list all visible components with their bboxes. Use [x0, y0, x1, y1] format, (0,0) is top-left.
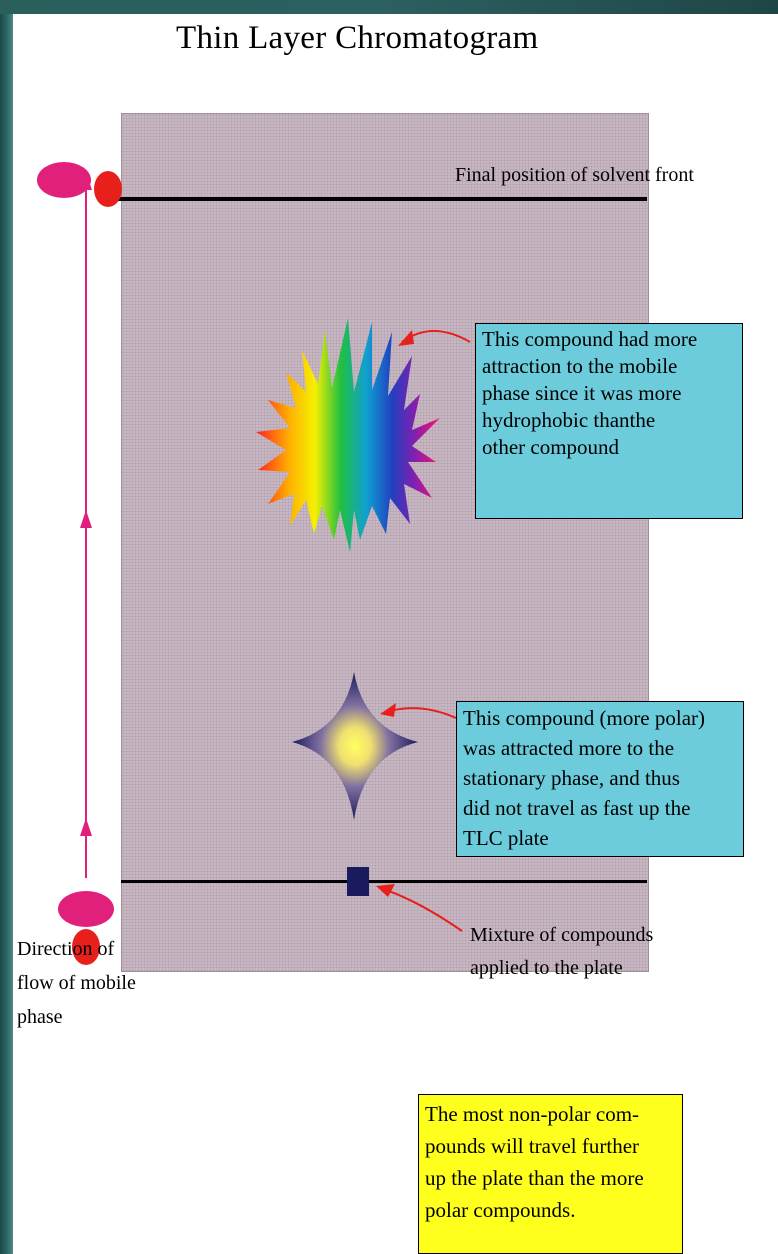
- callout-line: was attracted more to the: [463, 733, 737, 763]
- callout-summary: The most non-polar com- pounds will trav…: [418, 1094, 683, 1254]
- mixture-label: Mixture of compounds applied to the plat…: [470, 919, 653, 985]
- polar-compound-spot: [292, 672, 418, 820]
- callout-nonpolar-compound: This compound had more attraction to the…: [475, 323, 743, 519]
- pointer-arrow-mixture: [376, 884, 462, 931]
- sample-application-spot: [347, 867, 369, 896]
- mixture-label-line: Mixture of compounds: [470, 919, 653, 952]
- pointer-arrow-polar: [380, 703, 456, 718]
- callout-line: This compound (more polar): [463, 703, 737, 733]
- callout-line: attraction to the mobile: [482, 353, 736, 380]
- red-spot-top: [94, 171, 122, 207]
- pointer-arrow-nonpolar: [398, 330, 470, 346]
- mixture-label-line: applied to the plate: [470, 952, 653, 985]
- magenta-spot-top: [37, 162, 91, 198]
- callout-line: up the plate than the more: [425, 1162, 676, 1194]
- callout-line: This compound had more: [482, 326, 736, 353]
- callout-line: stationary phase, and thus: [463, 763, 737, 793]
- callout-line: did not travel as fast up the: [463, 793, 737, 823]
- direction-label-line: Direction of: [17, 932, 136, 966]
- callout-line: hydrophobic thanthe: [482, 407, 736, 434]
- mobile-phase-direction-arrow: [80, 172, 92, 878]
- callout-line: other compound: [482, 434, 736, 461]
- nonpolar-compound-spot: [256, 318, 440, 552]
- direction-label-line: phase: [17, 1000, 136, 1034]
- callout-line: polar compounds.: [425, 1194, 676, 1226]
- callout-line: The most non-polar com-: [425, 1098, 676, 1130]
- callout-line: phase since it was more: [482, 380, 736, 407]
- callout-line: pounds will travel further: [425, 1130, 676, 1162]
- callout-polar-compound: This compound (more polar) was attracted…: [456, 701, 744, 857]
- direction-label: Direction of flow of mobile phase: [17, 932, 136, 1034]
- magenta-spot-bottom: [58, 891, 114, 927]
- callout-line: TLC plate: [463, 823, 737, 853]
- solvent-front-label: Final position of solvent front: [455, 162, 694, 189]
- direction-label-line: flow of mobile: [17, 966, 136, 1000]
